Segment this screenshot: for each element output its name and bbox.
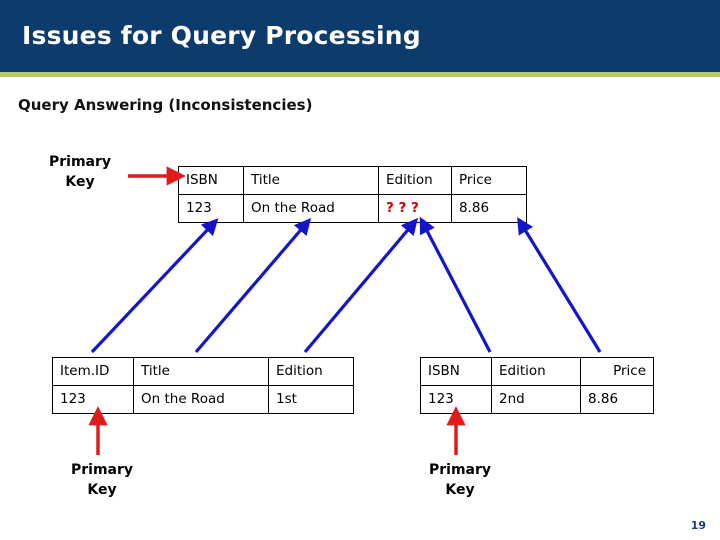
cell-edition: 1st: [268, 385, 354, 414]
cell-isbn: 123: [178, 194, 244, 223]
cell-price: 8.86: [451, 194, 527, 223]
blue-arrow-right-price-to-price: [517, 217, 602, 353]
table-row: 123 2nd 8.86: [420, 385, 654, 414]
blue-arrow-left-itemid-to-isbn: [90, 218, 219, 354]
header-cell-edition: Edition: [268, 357, 354, 386]
section-subtitle: Query Answering (Inconsistencies): [18, 96, 313, 114]
primary-key-label-left-line1: Primary: [70, 462, 134, 478]
page-number: 19: [690, 519, 706, 532]
primary-key-label-right-line2: Key: [445, 482, 475, 499]
header-cell-edition: Edition: [378, 166, 452, 195]
merged-result-table: ISBN Title Edition Price 123 On the Road…: [178, 166, 527, 223]
primary-key-label-right-line1: Primary: [428, 462, 492, 478]
cell-itemid: 123: [52, 385, 134, 414]
header-cell-isbn: ISBN: [420, 357, 492, 386]
cell-title: On the Road: [133, 385, 269, 414]
table-header-row: ISBN Edition Price: [420, 357, 654, 386]
slide-header-bar: [0, 0, 720, 72]
primary-key-label-left-line2: Key: [87, 482, 117, 499]
header-accent-rule: [0, 72, 720, 77]
cell-price: 8.86: [580, 385, 654, 414]
primary-key-label-left: Primary Key: [52, 460, 152, 501]
header-cell-title: Title: [243, 166, 379, 195]
header-cell-itemid: Item.ID: [52, 357, 134, 386]
header-cell-price: Price: [580, 357, 654, 386]
table-row: 123 On the Road 1st: [52, 385, 354, 414]
header-cell-edition: Edition: [491, 357, 581, 386]
header-cell-price: Price: [451, 166, 527, 195]
table-header-row: ISBN Title Edition Price: [178, 166, 527, 195]
table-row: 123 On the Road ? ? ? 8.86: [178, 194, 527, 223]
primary-key-label-right: Primary Key: [410, 460, 510, 501]
primary-key-label-top-line2: Key: [65, 174, 95, 191]
blue-arrow-left-title-to-title: [194, 217, 312, 354]
page-title: Issues for Query Processing: [22, 21, 421, 50]
blue-arrow-left-edition-to-edition: [303, 217, 418, 354]
table-header-row: Item.ID Title Edition: [52, 357, 354, 386]
header-cell-title: Title: [133, 357, 269, 386]
blue-arrow-right-edition-to-edition: [419, 216, 492, 353]
cell-title: On the Road: [243, 194, 379, 223]
header-cell-isbn: ISBN: [178, 166, 244, 195]
primary-key-label-top: Primary Key: [30, 152, 130, 193]
cell-isbn: 123: [420, 385, 492, 414]
primary-key-label-top-line1: Primary: [48, 154, 112, 170]
source-table-right: ISBN Edition Price 123 2nd 8.86: [420, 357, 654, 414]
cell-edition: 2nd: [491, 385, 581, 414]
cell-edition-conflict: ? ? ?: [378, 194, 452, 223]
source-table-left: Item.ID Title Edition 123 On the Road 1s…: [52, 357, 354, 414]
